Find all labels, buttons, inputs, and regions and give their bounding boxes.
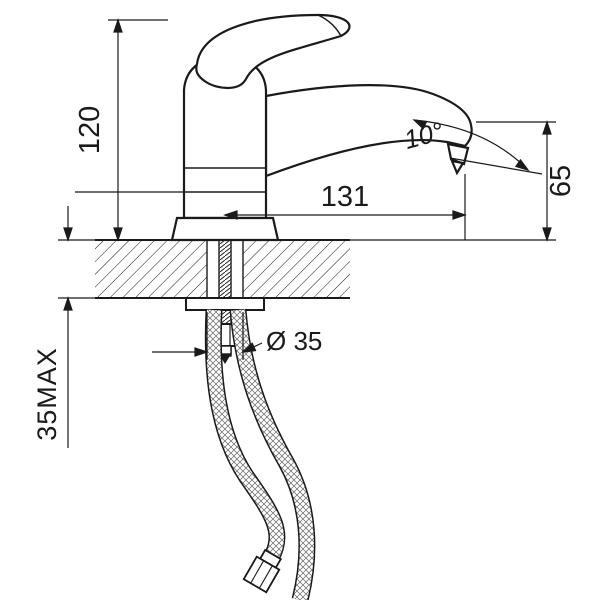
label-mount-hole-diameter: Ø 35: [266, 326, 322, 356]
deck-hatch-right: [243, 240, 350, 298]
dim-deck-thickness: 35MAX: [32, 206, 186, 448]
lever-end-line: [317, 14, 342, 37]
label-outlet-height: 65: [545, 165, 577, 197]
label-spout-reach: 131: [321, 181, 369, 213]
spout: [264, 84, 473, 178]
countertop-section: [95, 239, 350, 299]
label-max-deck-thickness: 35MAX: [32, 347, 62, 441]
aerator-tip: [450, 159, 465, 176]
base-flange: [170, 216, 280, 242]
washer-plate: [185, 297, 265, 311]
dim-overall-height: 120: [58, 19, 184, 241]
dim-outlet-height: 65: [350, 121, 577, 241]
dim-mount-hole: Ø 35: [152, 312, 322, 360]
hose-nut-fitting: [242, 548, 283, 594]
dimensions: 120 131 65 10°: [32, 19, 577, 448]
hose-left: [204, 309, 286, 563]
hose-right: [229, 309, 316, 600]
deck-hatch-left: [95, 240, 207, 298]
dim-spout-reach: 131: [224, 174, 466, 240]
lever-handle: [195, 13, 351, 90]
label-overall-height: 120: [74, 106, 106, 154]
faucet: [170, 13, 473, 242]
